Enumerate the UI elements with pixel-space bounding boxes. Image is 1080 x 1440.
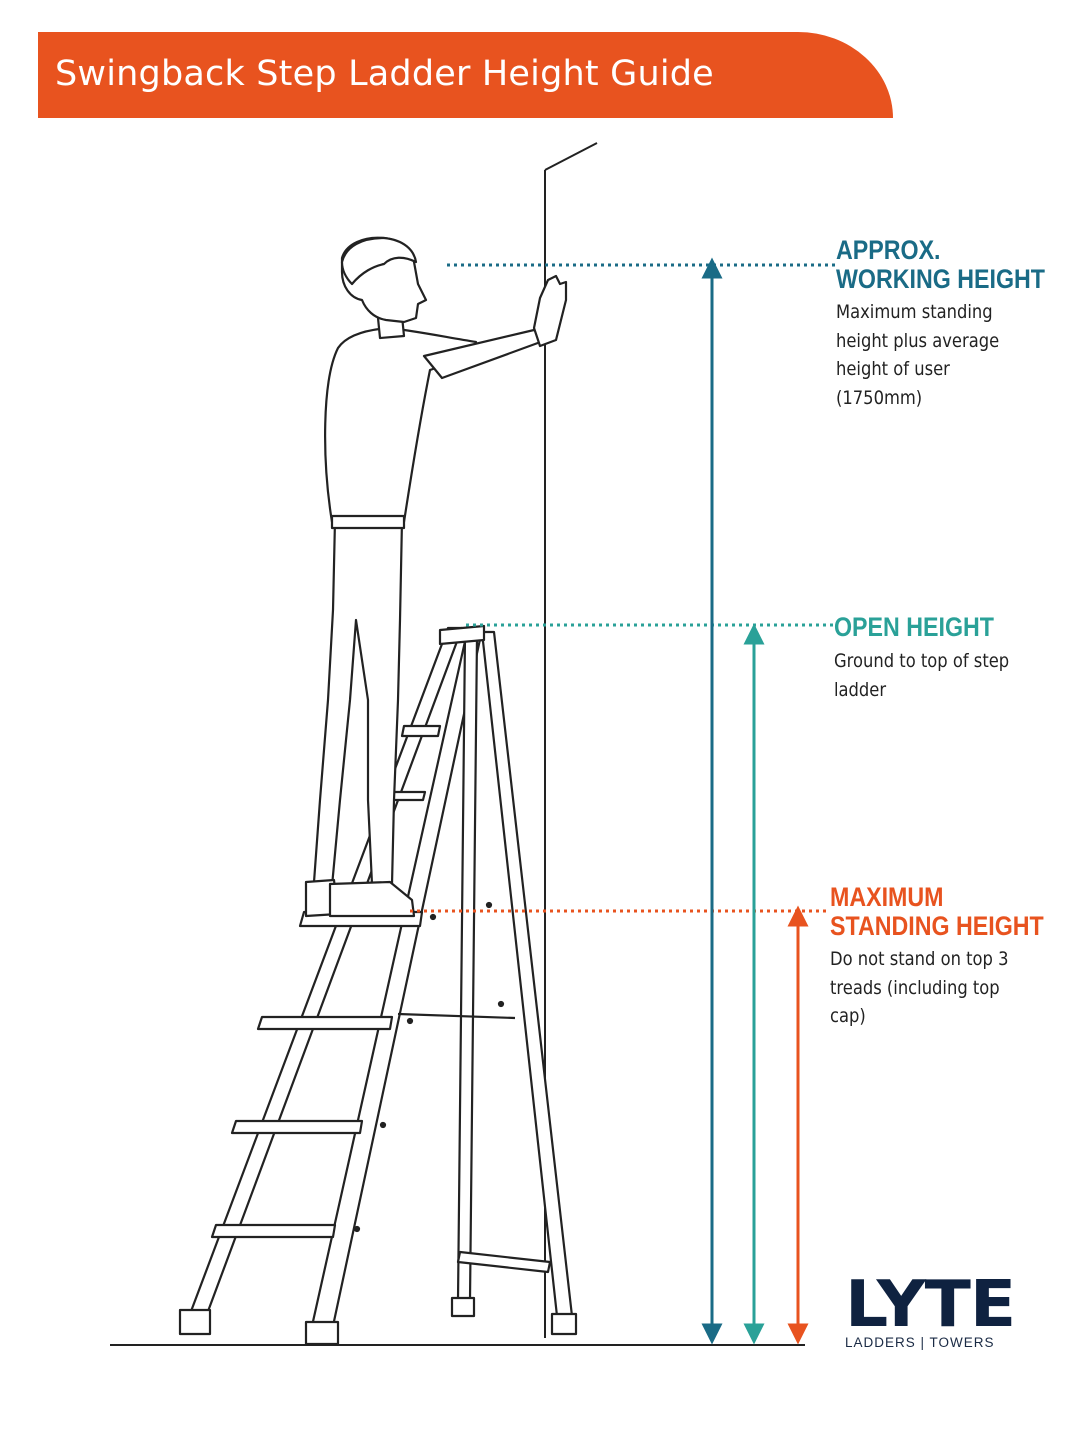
standing-height-desc-line: Do not stand on top 3 xyxy=(830,948,1009,970)
lyte-logo: LYTE LADDERS | TOWERS xyxy=(845,1273,1016,1350)
working-height-desc-line: (1750mm) xyxy=(836,386,923,409)
logo-wordmark: LYTE xyxy=(845,1268,1016,1342)
logo-tagline: LADDERS | TOWERS xyxy=(845,1335,995,1350)
standing-height-heading-line2: STANDING HEIGHT xyxy=(830,911,1044,941)
open-height-desc-line: Ground to top of step xyxy=(834,650,1010,672)
man-figure xyxy=(304,236,568,918)
page-title: Swingback Step Ladder Height Guide xyxy=(55,54,714,94)
working-height-heading-line2: WORKING HEIGHT xyxy=(836,264,1045,294)
working-height-desc-line: height of user xyxy=(836,358,950,380)
open-height-label: OPEN HEIGHT Ground to top of step ladder xyxy=(834,613,1038,704)
standing-height-heading-line1: MAXIMUM xyxy=(830,882,944,912)
standing-height-desc-line: cap) xyxy=(830,1005,866,1027)
working-height-label: APPROX. WORKING HEIGHT Maximum standing … xyxy=(836,236,1079,412)
open-height-heading: OPEN HEIGHT xyxy=(834,612,994,642)
working-height-heading-line1: APPROX. xyxy=(836,235,941,265)
standing-height-desc-line: treads (including top xyxy=(830,976,1000,999)
working-height-desc-line: height plus average xyxy=(836,329,1000,352)
working-height-desc-line: Maximum standing xyxy=(836,301,993,323)
standing-height-label: MAXIMUM STANDING HEIGHT Do not stand on … xyxy=(830,883,1079,1031)
open-height-desc-line: ladder xyxy=(834,678,887,701)
title-banner: Swingback Step Ladder Height Guide xyxy=(38,32,893,118)
